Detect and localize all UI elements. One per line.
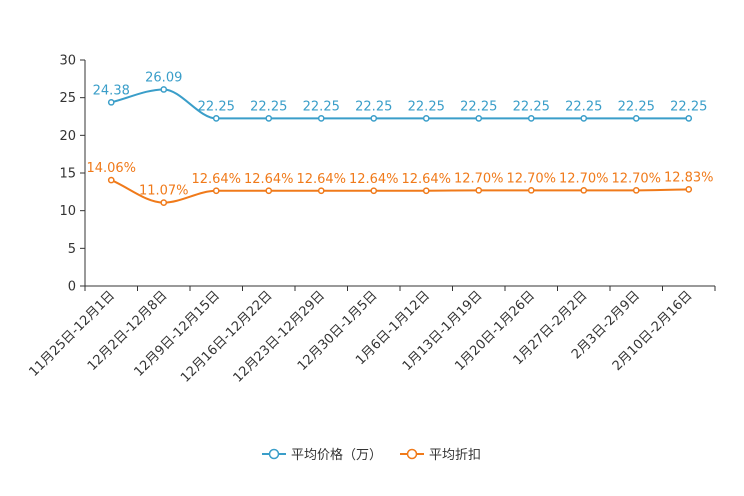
y-tick-label: 15	[59, 167, 76, 182]
data-label: 22.25	[513, 99, 550, 114]
data-label: 22.25	[460, 99, 497, 114]
y-tick-label: 0	[68, 280, 76, 295]
data-point[interactable]	[527, 186, 535, 194]
data-label: 22.25	[408, 99, 445, 114]
legend-item-1[interactable]: 平均折扣	[400, 448, 481, 463]
data-point[interactable]	[632, 186, 640, 194]
data-label: 22.25	[250, 99, 287, 114]
legend-label: 平均价格（万）	[291, 447, 382, 463]
y-tick-label: 5	[68, 242, 76, 257]
x-tick-label: 12月16日-12月22日	[178, 288, 275, 385]
data-label: 26.09	[145, 70, 182, 85]
data-label: 12.64%	[349, 172, 399, 187]
data-point[interactable]	[580, 186, 588, 194]
x-tick-label: 11月25日-12月1日	[26, 288, 118, 380]
data-point[interactable]	[317, 115, 325, 122]
legend-marker-icon	[268, 448, 280, 460]
data-point[interactable]	[370, 187, 378, 195]
data-point[interactable]	[160, 86, 168, 93]
data-point[interactable]	[370, 115, 378, 122]
data-label: 12.83%	[664, 170, 714, 185]
data-label: 22.25	[565, 99, 602, 114]
y-tick-label: 20	[59, 129, 76, 144]
data-labels: 24.38 26.09 22.25 22.25 22.25 22.25 22.25 22.25…	[86, 70, 713, 198]
data-label: 12.64%	[296, 172, 346, 187]
data-point[interactable]	[317, 187, 325, 195]
data-point[interactable]	[265, 187, 273, 195]
series-line-1	[110, 179, 689, 204]
data-label: 12.64%	[244, 172, 294, 187]
series-layer	[107, 86, 693, 206]
legend[interactable]: 平均价格（万） 平均折扣	[262, 447, 481, 463]
data-label: 22.25	[303, 99, 340, 114]
data-point[interactable]	[685, 185, 693, 193]
data-point[interactable]	[475, 186, 483, 194]
data-point[interactable]	[212, 187, 220, 195]
legend-label: 平均折扣	[429, 448, 481, 463]
data-point[interactable]	[212, 115, 220, 122]
data-point[interactable]	[527, 115, 535, 122]
data-label: 12.64%	[401, 172, 451, 187]
data-label: 22.25	[355, 99, 392, 114]
legend-marker-icon	[406, 448, 418, 460]
data-label: 11.07%	[139, 184, 189, 199]
data-label: 12.70%	[506, 171, 556, 186]
legend-item-0[interactable]: 平均价格（万）	[262, 447, 382, 463]
data-label: 12.70%	[454, 171, 504, 186]
data-label: 22.25	[618, 99, 655, 114]
data-point[interactable]	[160, 199, 168, 206]
data-label: 22.25	[670, 99, 707, 114]
data-point[interactable]	[265, 115, 273, 122]
x-tick-label: 12月23日-12月29日	[231, 288, 328, 385]
data-point[interactable]	[422, 115, 430, 122]
data-label: 12.64%	[191, 172, 241, 187]
data-point[interactable]	[107, 98, 115, 106]
y-tick-label: 10	[59, 204, 76, 219]
data-point[interactable]	[632, 115, 640, 122]
data-point[interactable]	[422, 187, 430, 195]
y-tick-label: 30	[59, 54, 76, 69]
data-label: 22.25	[198, 99, 235, 114]
data-label: 14.06%	[86, 161, 136, 176]
data-label: 12.70%	[559, 171, 609, 186]
data-point[interactable]	[580, 115, 588, 122]
data-label: 12.70%	[611, 171, 661, 186]
data-point[interactable]	[685, 115, 693, 122]
data-point[interactable]	[475, 115, 483, 122]
data-point[interactable]	[107, 176, 115, 184]
data-label: 24.38	[93, 83, 130, 98]
y-tick-label: 25	[59, 91, 76, 106]
